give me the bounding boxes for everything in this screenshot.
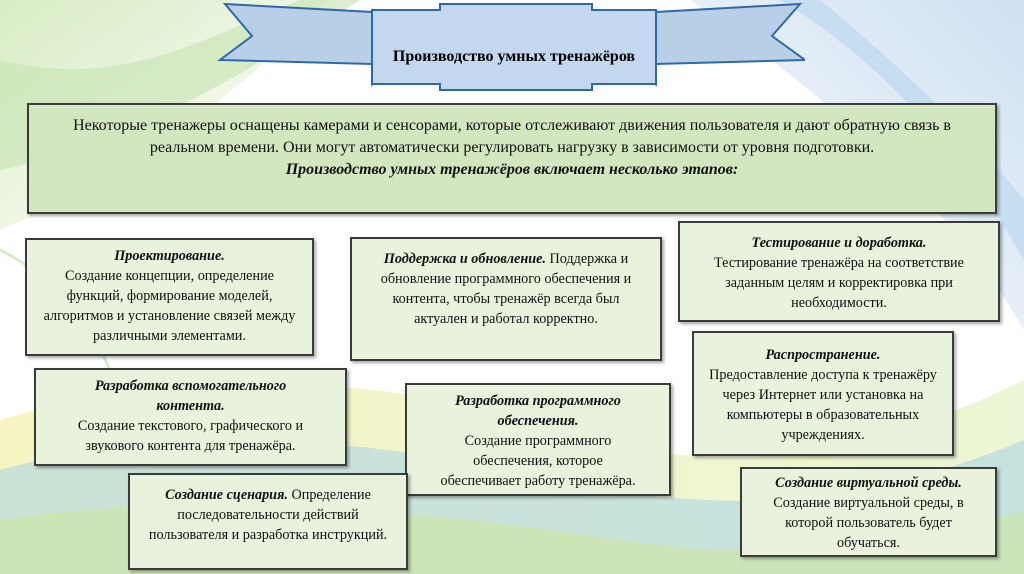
stage-heading: Поддержка и обновление. bbox=[383, 251, 546, 267]
stage-software: Разработка программного обеспечения. Соз… bbox=[405, 383, 671, 496]
stage-heading: Создание сценария. bbox=[165, 487, 288, 503]
stage-text: Тестирование тренажёра на соответствие з… bbox=[714, 255, 964, 311]
stage-text: Создание виртуальной среды, в которой по… bbox=[773, 495, 964, 551]
stage-heading: Создание виртуальной среды. bbox=[775, 475, 962, 491]
stage-heading: Тестирование и доработка. bbox=[751, 235, 927, 251]
intro-box: Некоторые тренажеры оснащены камерами и … bbox=[27, 103, 997, 214]
stage-text: Создание концепции, определение функций,… bbox=[43, 268, 296, 344]
stage-text: Создание текстового, графического и звук… bbox=[77, 418, 304, 454]
stage-text: Создание программного обеспечения, котор… bbox=[440, 433, 636, 489]
stage-heading: Проектирование. bbox=[114, 248, 225, 264]
title-ribbon bbox=[217, 2, 805, 91]
stage-heading: Распространение. bbox=[765, 347, 881, 363]
stage-support: Поддержка и обновление. Поддержка и обно… bbox=[350, 237, 662, 361]
stage-content: Разработка вспомогательного контента. Со… bbox=[34, 368, 347, 466]
stage-text: Определение последовательности действий … bbox=[148, 487, 388, 543]
stage-testing: Тестирование и доработка. Тестирование т… bbox=[678, 221, 1000, 322]
stage-text: Поддержка и обновление программного обес… bbox=[380, 251, 632, 327]
stage-distribution: Распространение. Предоставление доступа … bbox=[692, 331, 954, 456]
stage-scenario: Создание сценария. Определение последова… bbox=[128, 473, 408, 570]
page-title: Производство умных тренажёров bbox=[392, 48, 636, 65]
stage-virtual: Создание виртуальной среды. Создание вир… bbox=[740, 467, 997, 557]
stage-text: Предоставление доступа к тренажёру через… bbox=[709, 367, 937, 443]
intro-emphasis: Производство умных тренажёров включает н… bbox=[285, 161, 739, 178]
stage-heading: Разработка программного обеспечения. bbox=[455, 393, 621, 429]
stage-heading: Разработка вспомогательного контента. bbox=[94, 378, 287, 414]
intro-text: Некоторые тренажеры оснащены камерами и … bbox=[73, 117, 951, 156]
stage-design: Проектирование. Создание концепции, опре… bbox=[25, 238, 314, 356]
